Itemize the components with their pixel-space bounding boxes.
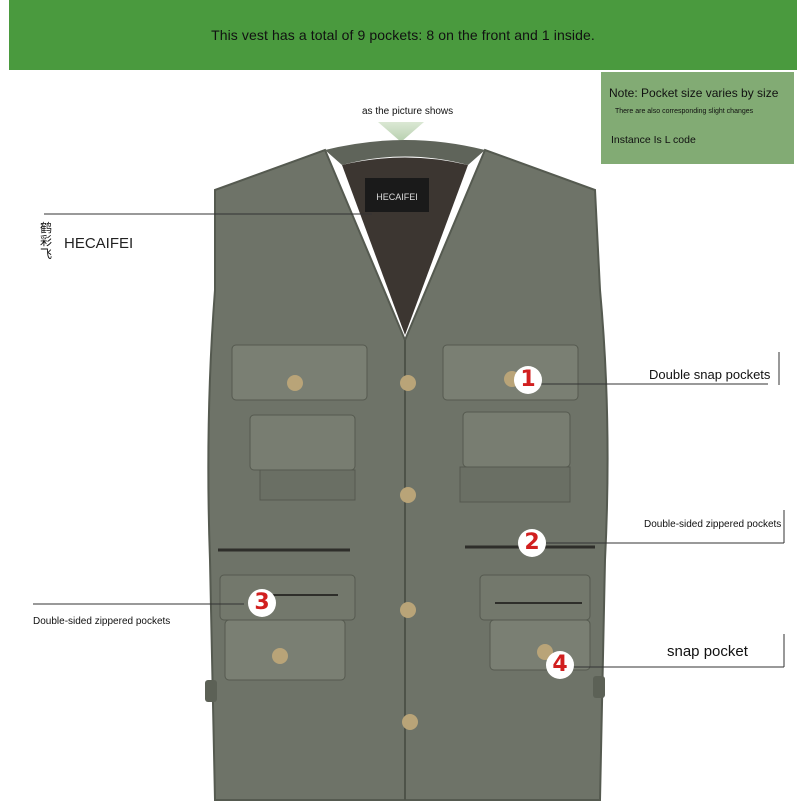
snap-button [287,375,303,391]
side-strap [593,676,605,698]
callout-badge-3: 3 [248,589,276,617]
callout-label-2: Double-sided zippered pockets [644,519,782,530]
upper-right-pocket [459,466,571,503]
front-button [400,602,416,618]
callout-label-3: Double-sided zippered pockets [33,616,171,627]
front-button [402,714,418,730]
lower-right-flap-pocket [489,619,591,671]
note-subtitle: There are also corresponding slight chan… [615,108,754,115]
brand-chinese: 鹤彩飞 [40,221,53,261]
upper-left-pocket [259,469,356,501]
snap-button [272,648,288,664]
lower-left-zip-pocket [219,574,356,621]
callout-badge-4: 4 [546,651,574,679]
brand-name: HECAIFEI [64,235,134,252]
upper-left-flap [231,344,368,401]
picture-note: as the picture shows [362,106,454,117]
side-strap [205,680,217,702]
front-button [400,487,416,503]
note-instance: Instance Is L code [611,134,696,146]
callout-badge-2: 2 [518,529,546,557]
callout-label-4: snap pocket [667,643,748,660]
callout-badge-1: 1 [514,366,542,394]
front-button [400,375,416,391]
upper-right-lower-flap [462,411,571,468]
callout-label-1: Double snap pockets [649,367,771,382]
lower-right-zip-pocket [479,574,591,621]
brand-tag-text: HECAIFEI [376,192,418,202]
vest-collar [325,140,485,165]
banner-text: This vest has a total of 9 pockets: 8 on… [211,27,595,43]
upper-left-lower-flap [249,414,356,471]
brand-tag [365,178,429,212]
top-banner: This vest has a total of 9 pockets: 8 on… [9,0,797,70]
size-note: Note: Pocket size varies by size There a… [601,72,794,164]
note-title: Note: Pocket size varies by size [609,86,779,100]
